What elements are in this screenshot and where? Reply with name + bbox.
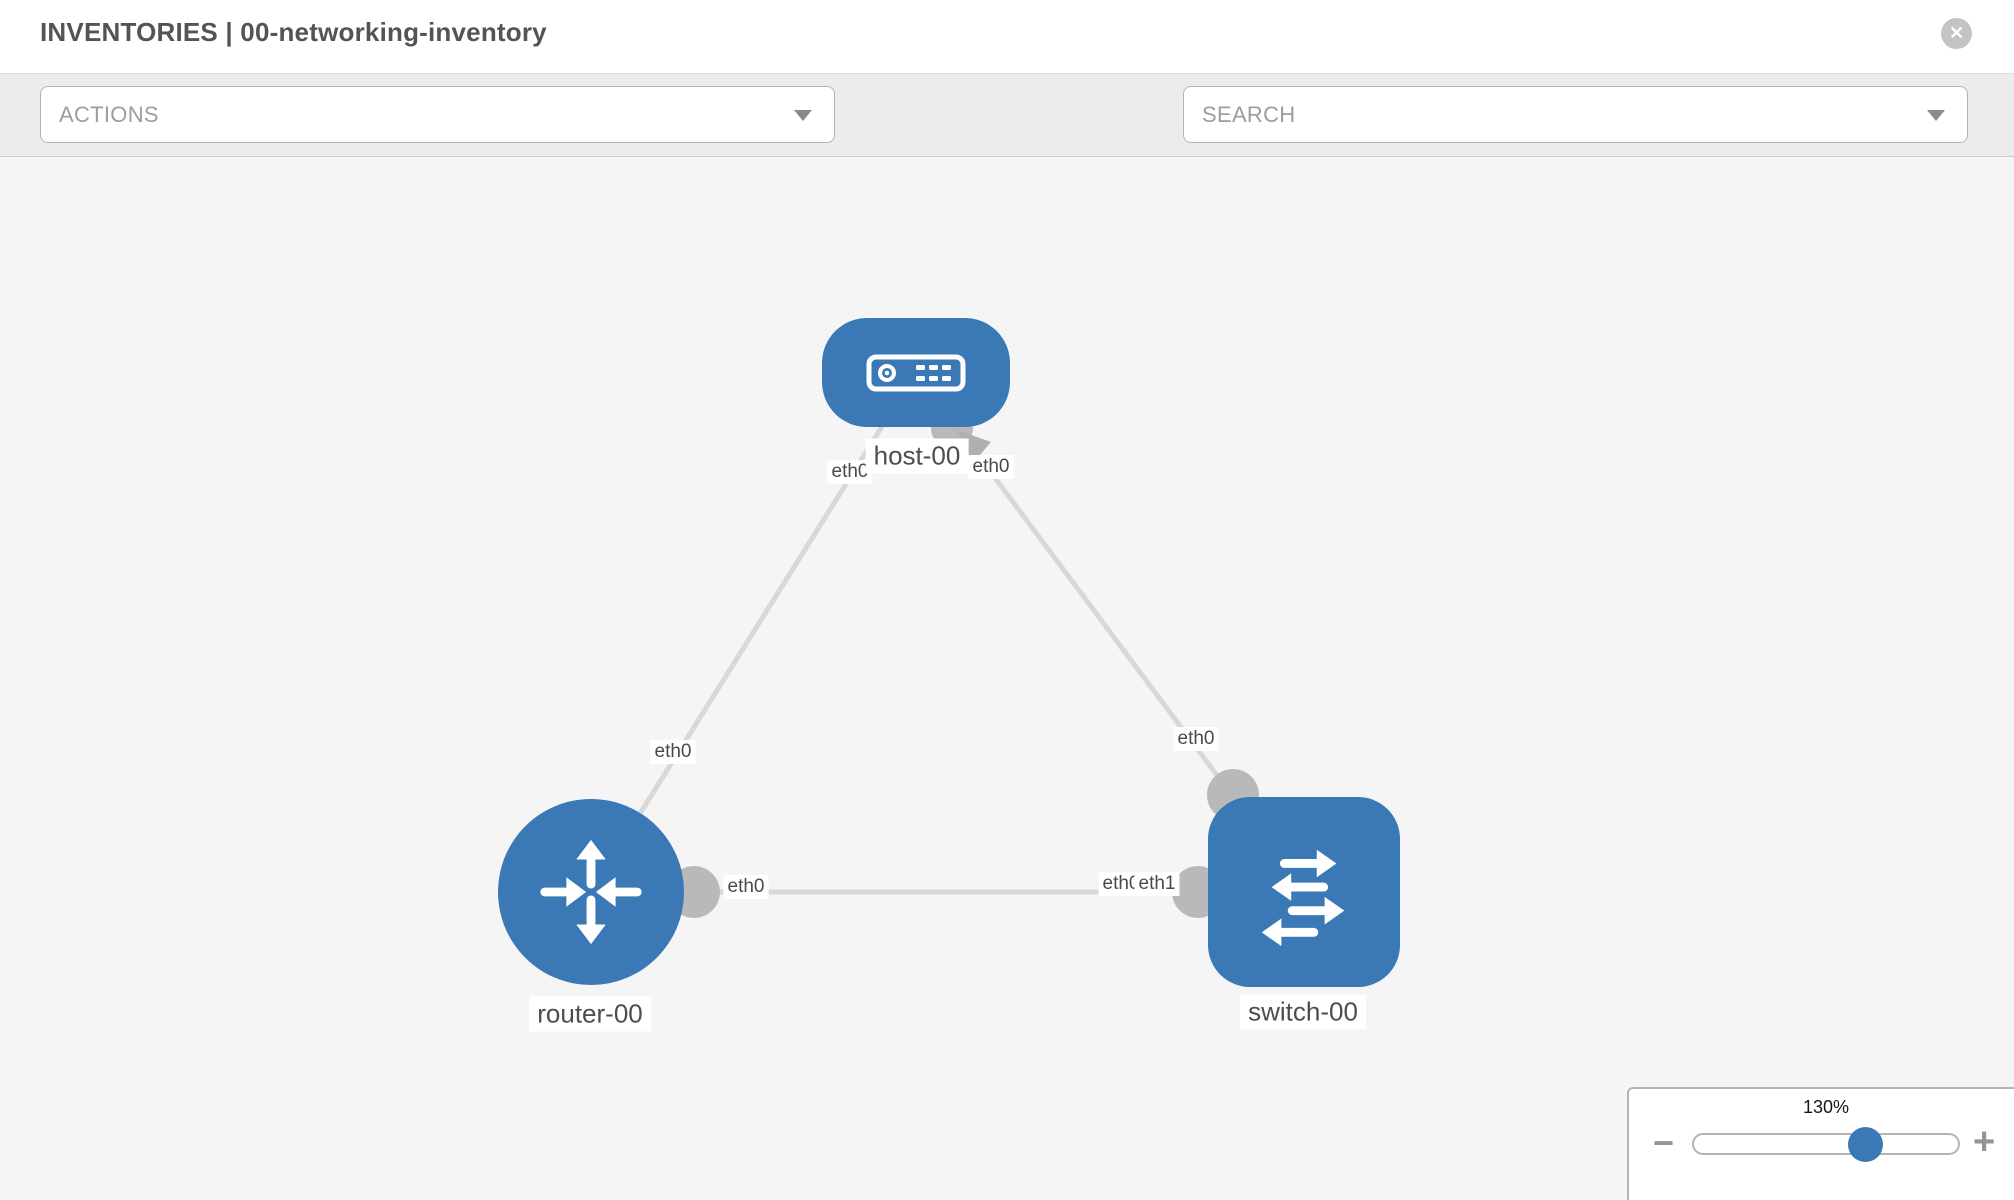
port-label-host-eth0-left: eth0: [827, 460, 873, 484]
switch-icon: [1261, 849, 1345, 947]
actions-dropdown-label: ACTIONS: [59, 101, 159, 127]
node-host-00[interactable]: [822, 318, 1010, 427]
port-label-switch-eth0-up: eth0: [1173, 727, 1219, 751]
zoom-slider-track[interactable]: [1692, 1133, 1960, 1155]
search-dropdown-label: SEARCH: [1202, 101, 1296, 127]
close-icon: ✕: [1948, 22, 1965, 43]
zoom-slider-thumb[interactable]: [1848, 1127, 1883, 1162]
node-label-switch: switch-00: [1240, 994, 1366, 1030]
node-switch-00[interactable]: [1208, 797, 1400, 987]
node-label-host: host-00: [865, 438, 969, 474]
search-dropdown[interactable]: SEARCH: [1183, 86, 1968, 143]
zoom-value: 130%: [1802, 1097, 1850, 1117]
topology-links-layer: [588, 370, 1307, 918]
header-bar: INVENTORIES | 00-networking-inventory ✕: [0, 0, 2014, 73]
node-router-00[interactable]: [498, 799, 684, 985]
caret-down-icon: [794, 109, 812, 121]
actions-dropdown[interactable]: ACTIONS: [40, 86, 835, 143]
page-title: INVENTORIES | 00-networking-inventory: [40, 17, 547, 47]
caret-down-icon: [1927, 109, 1945, 121]
toolbar: ACTIONS SEARCH: [0, 73, 2014, 205]
link-arrowhead: [957, 430, 991, 463]
host-icon: [866, 354, 966, 391]
node-label-router: router-00: [529, 996, 651, 1032]
port-label-switch-eth1-lan: eth1: [1134, 872, 1180, 896]
router-icon: [540, 839, 642, 945]
topology-canvas[interactable]: [0, 157, 2014, 1200]
zoom-out-button[interactable]: −: [1653, 1122, 1675, 1163]
port-label-router-eth0-up: eth0: [650, 740, 696, 764]
port-label-router-eth0-lan: eth0: [723, 875, 769, 899]
close-button[interactable]: ✕: [1941, 18, 1972, 49]
port-label-host-eth0-right: eth0: [968, 455, 1014, 479]
zoom-control-panel: 130% − +: [1627, 1087, 2014, 1200]
link-host-router[interactable]: [588, 370, 919, 894]
zoom-in-button[interactable]: +: [1973, 1121, 1996, 1163]
